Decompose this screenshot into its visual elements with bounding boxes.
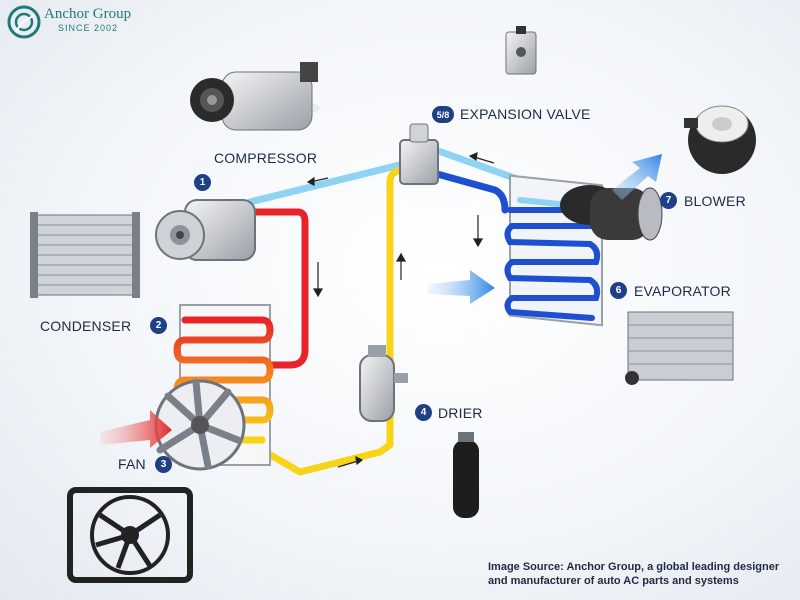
condenser-photo-icon [30, 212, 140, 298]
discharge-line [251, 208, 309, 369]
brand: Anchor Group SINCE 2002 [8, 4, 131, 36]
label-drier: DRIER [438, 405, 483, 421]
brand-name: Anchor Group [44, 5, 132, 22]
badge-expansion-valve: 5/8 [432, 106, 454, 123]
badge-evaporator: 6 [610, 282, 627, 299]
evaporator-inlet-line [426, 168, 509, 214]
suction-line [246, 156, 424, 206]
hot-airflow-arrow-icon [100, 410, 172, 448]
badge-compressor: 1 [194, 174, 211, 191]
badge-condenser: 2 [150, 317, 167, 334]
receiver-drier [359, 345, 408, 422]
label-blower: BLOWER [684, 193, 746, 209]
badge-fan: 3 [155, 456, 172, 473]
fan-shroud-photo-icon [67, 487, 193, 583]
evaporator-photo-icon [625, 311, 734, 385]
image-source-caption: Image Source: Anchor Group, a global lea… [488, 560, 779, 588]
condenser-fan [154, 378, 246, 471]
brand-tagline: SINCE 2002 [58, 23, 119, 34]
label-evaporator: EVAPORATOR [634, 283, 731, 299]
expansion-valve-photo-icon [505, 26, 537, 75]
blower-airflow-arrow-icon [612, 154, 662, 200]
label-fan: FAN [118, 456, 146, 472]
caption-line-1: Image Source: Anchor Group, a global lea… [488, 561, 780, 573]
caption-line-2: and manufacturer of auto AC parts and sy… [488, 575, 739, 587]
cold-airflow-arrow-icon [428, 270, 495, 304]
label-expansion-valve: EXPANSION VALVE [460, 106, 591, 122]
badge-drier: 4 [415, 404, 432, 421]
compressor-photo-icon [190, 62, 320, 131]
suction-line-evaporator [426, 144, 524, 184]
label-condenser: CONDENSER [40, 318, 132, 334]
spiral-leaf-logo-icon [7, 5, 41, 39]
flow-direction-arrows [306, 152, 495, 468]
drier-photo-icon [453, 432, 479, 518]
blower-photo-icon [684, 105, 756, 174]
expansion-valve [399, 123, 439, 185]
compressor-unit [155, 199, 256, 261]
blower-motor [560, 185, 663, 241]
badge-blower: 7 [660, 192, 677, 209]
label-compressor: COMPRESSOR [214, 150, 318, 166]
